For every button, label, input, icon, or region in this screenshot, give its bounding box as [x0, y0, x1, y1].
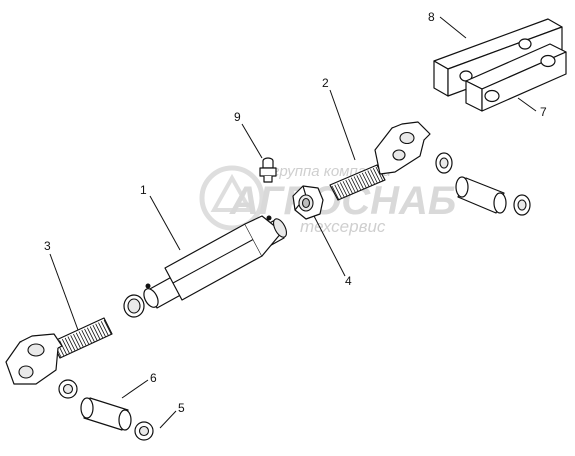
thread-ridge — [370, 169, 378, 184]
thread-ridge — [86, 327, 95, 342]
callout-2: 2 — [322, 76, 329, 90]
thread-ridge — [350, 177, 359, 192]
thread-ridge — [342, 181, 351, 196]
thread-ridge — [367, 170, 376, 185]
thread-ridge — [98, 322, 106, 337]
leader-7 — [517, 97, 537, 112]
thread-ridge — [61, 338, 70, 354]
plate-lower — [465, 43, 567, 112]
thread-ridge — [73, 333, 81, 349]
callout-3: 3 — [44, 239, 51, 253]
grease-nipple — [259, 157, 277, 183]
clevis-upper — [329, 121, 431, 201]
callout-5: 5 — [178, 401, 185, 415]
thread-ridge — [337, 183, 345, 198]
callout-4: 4 — [345, 274, 352, 288]
callout-1: 1 — [140, 183, 147, 197]
thread-ridge — [64, 337, 73, 353]
thread-ridge — [345, 179, 354, 195]
thread-ridge — [59, 340, 67, 355]
thread-ridge — [84, 328, 92, 344]
callout-7: 7 — [540, 105, 547, 119]
thread-ridge — [364, 171, 373, 186]
callout-9: 9 — [234, 110, 241, 124]
thread-ridge — [372, 168, 381, 183]
leader-6 — [121, 379, 149, 399]
pin-upper — [435, 152, 531, 216]
thread-ridge — [89, 326, 98, 341]
thread-ridge — [331, 185, 340, 201]
watermark-logo-mark-icon — [210, 173, 254, 212]
leader-4 — [313, 215, 346, 277]
thread-ridge — [339, 182, 348, 197]
callout-8: 8 — [428, 10, 435, 24]
thread-ridge — [78, 331, 87, 346]
watermark-logo-icon — [199, 165, 265, 231]
thread-ridge — [361, 172, 370, 188]
thread-ridge — [95, 323, 104, 339]
leader-lines — [49, 16, 537, 429]
thread-ridge — [100, 321, 109, 336]
thread-ridge — [356, 175, 365, 190]
thread-ridge — [353, 176, 362, 191]
thread-ridge — [75, 332, 84, 347]
callouts: 1 2 3 4 5 6 7 8 9 — [44, 10, 547, 415]
thread-ridge — [334, 184, 343, 199]
leader-1 — [149, 195, 181, 251]
watermark: группа компаний АГРОСНАБ техсервис — [199, 163, 456, 236]
pin-lower — [58, 379, 154, 441]
watermark-line3: техсервис — [300, 217, 386, 236]
leader-2 — [329, 89, 356, 161]
leader-3 — [49, 253, 79, 331]
hex-nut — [292, 185, 324, 220]
thread-ridge — [103, 319, 112, 335]
thread-ridge — [81, 330, 90, 345]
turnbuckle-tube — [123, 215, 287, 318]
leader-9 — [241, 123, 263, 159]
thread-ridge — [359, 173, 367, 189]
thread-ridge — [92, 324, 101, 340]
thread-ridge — [348, 178, 356, 194]
thread-ridge — [70, 335, 79, 350]
clevis-lower — [5, 317, 113, 385]
thread-ridge — [67, 336, 76, 351]
callout-6: 6 — [150, 371, 157, 385]
leader-8 — [439, 16, 467, 39]
leader-5 — [159, 410, 177, 429]
